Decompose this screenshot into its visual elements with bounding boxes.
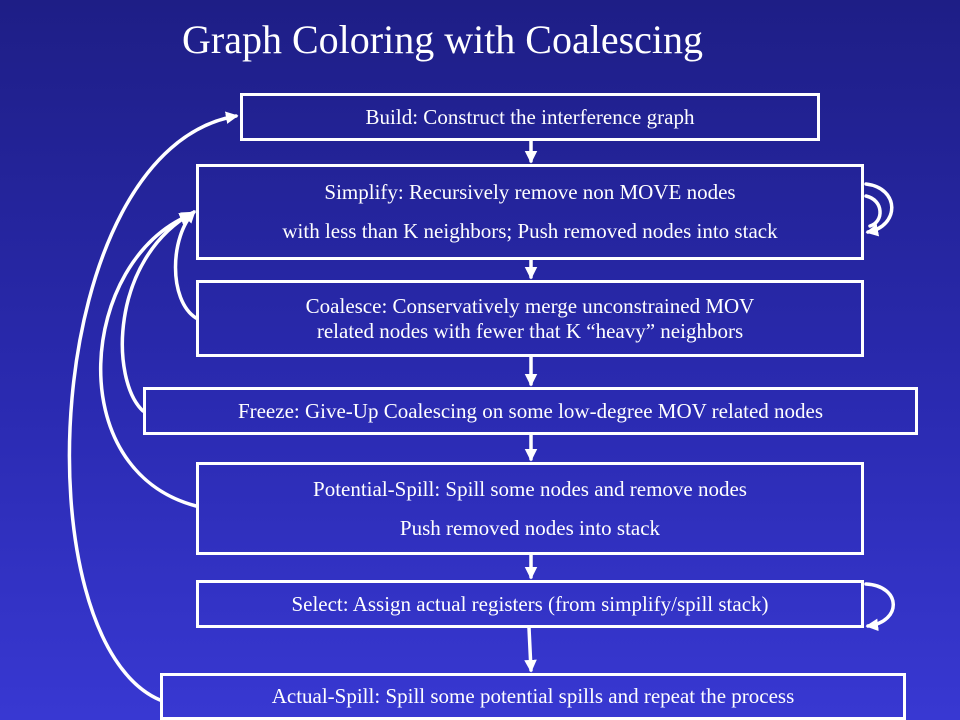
actual-back-to-build-arrow [67, 111, 239, 702]
select-step-box: Select: Assign actual registers (from si… [196, 580, 864, 628]
simplify-step-text-line2: with less than K neighbors; Push removed… [282, 219, 778, 243]
actual-spill-step-text: Actual-Spill: Spill some potential spill… [271, 684, 795, 708]
potential-spill-step-box: Potential-Spill: Spill some nodes and re… [196, 462, 864, 555]
simplify-step-text-line1: Simplify: Recursively remove non MOVE no… [324, 180, 736, 204]
coalesce-back-to-simplify-arrow [173, 210, 198, 320]
slide-title: Graph Coloring with Coalescing [182, 17, 704, 62]
coalesce-step-text-line2: related nodes with fewer that K “heavy” … [316, 318, 744, 343]
simplify-self-loop-arrow [864, 182, 894, 237]
potential-back-to-simplify-arrow [99, 213, 198, 508]
select-self-loop-arrow [864, 582, 895, 632]
potential-spill-step-text-line2: Push removed nodes into stack [399, 515, 661, 540]
arrow-select-to-actual [524, 626, 537, 673]
freeze-step-text: Freeze: Give-Up Coalescing on some low-d… [237, 398, 824, 423]
coalesce-step-text-line1: Coalesce: Conservatively merge unconstra… [305, 293, 755, 318]
build-step-text: Build: Construct the interference graph [365, 104, 695, 129]
simplify-self-loop-inner [864, 194, 882, 228]
build-step-box: Build: Construct the interference graph [240, 93, 820, 141]
potential-spill-step-text-line1: Potential-Spill: Spill some nodes and re… [313, 476, 747, 501]
select-step-text: Select: Assign actual registers (from si… [291, 591, 769, 616]
coalesce-step-box: Coalesce: Conservatively merge unconstra… [196, 280, 864, 357]
simplify-step-box: Simplify: Recursively remove non MOVE no… [196, 164, 864, 260]
actual-spill-step-box: Actual-Spill: Spill some potential spill… [160, 673, 906, 720]
freeze-back-to-simplify-arrow [120, 211, 195, 413]
